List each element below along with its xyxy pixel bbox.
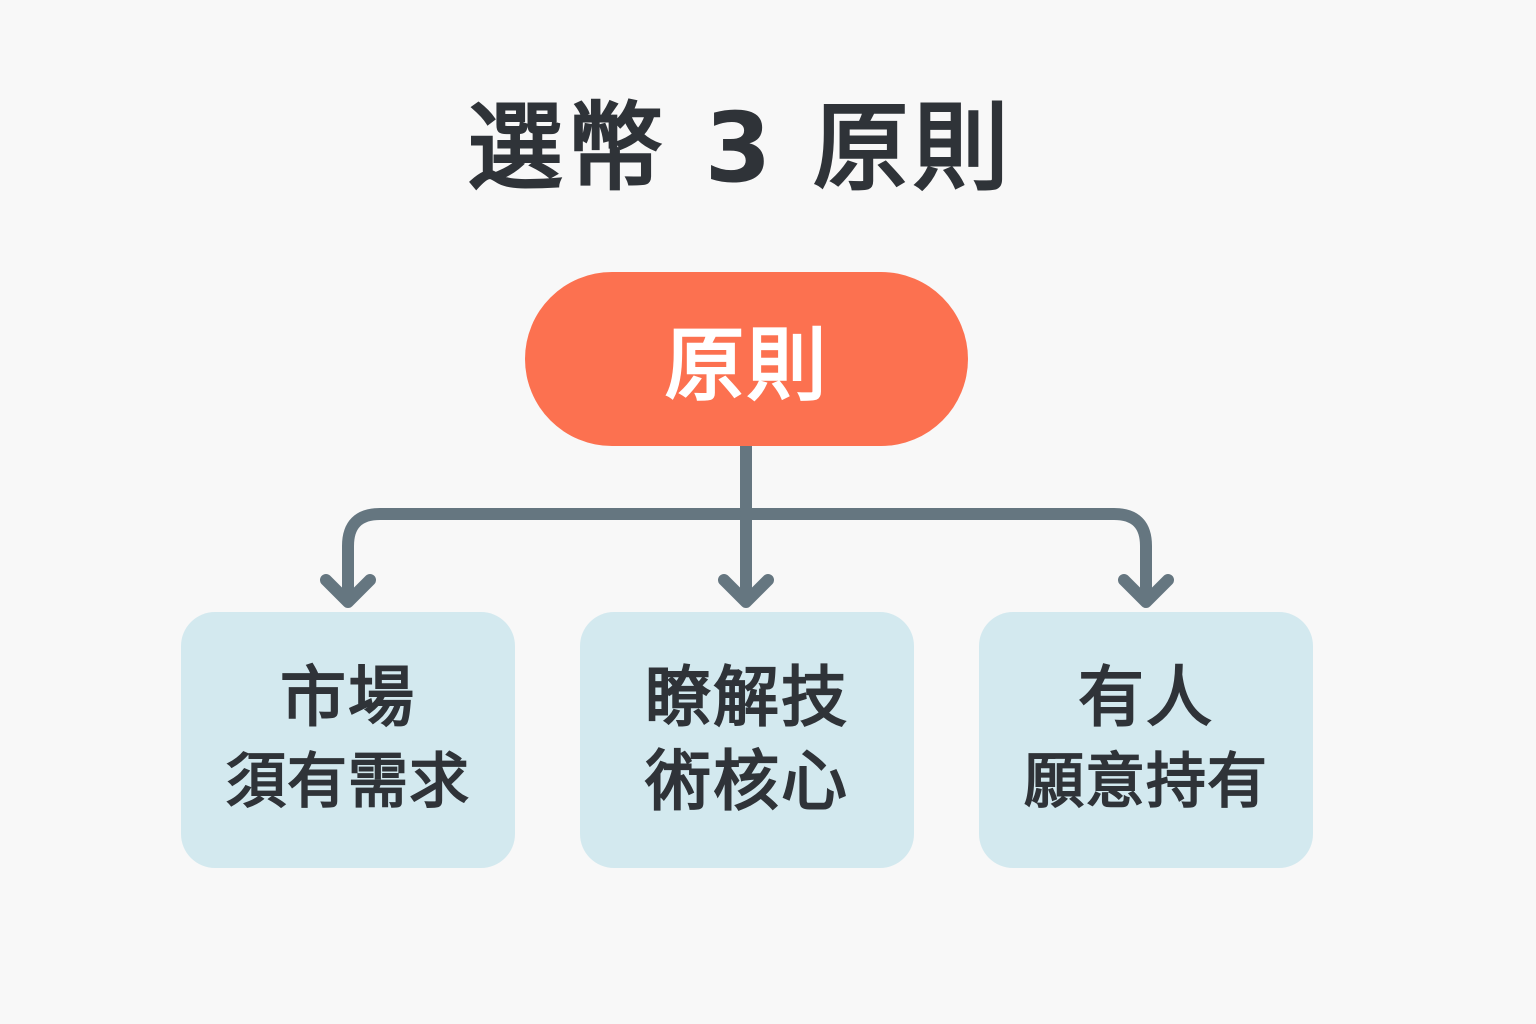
branch-right [740, 508, 1152, 606]
page-title: 選幣 3 原則 [467, 92, 1013, 204]
child-node-market-demand: 市場 須有需求 [181, 612, 515, 868]
arrowhead-left [320, 574, 376, 608]
root-label: 原則 [664, 319, 829, 412]
child-node-tech-core: 瞭解技 術核心 [580, 612, 914, 868]
child-line2: 術核心 [645, 743, 849, 820]
child-node-holders: 有人 願意持有 [979, 612, 1313, 868]
child-line1: 有人 [1078, 659, 1214, 736]
child-line1: 市場 [280, 659, 416, 736]
branch-left [342, 508, 752, 606]
arrowhead-right [1118, 574, 1174, 608]
arrowhead-center [718, 574, 774, 608]
child-line2: 願意持有 [1024, 747, 1268, 817]
root-node: 原則 [525, 272, 968, 446]
child-line2: 須有需求 [226, 747, 470, 817]
child-line1: 瞭解技 [645, 659, 849, 736]
